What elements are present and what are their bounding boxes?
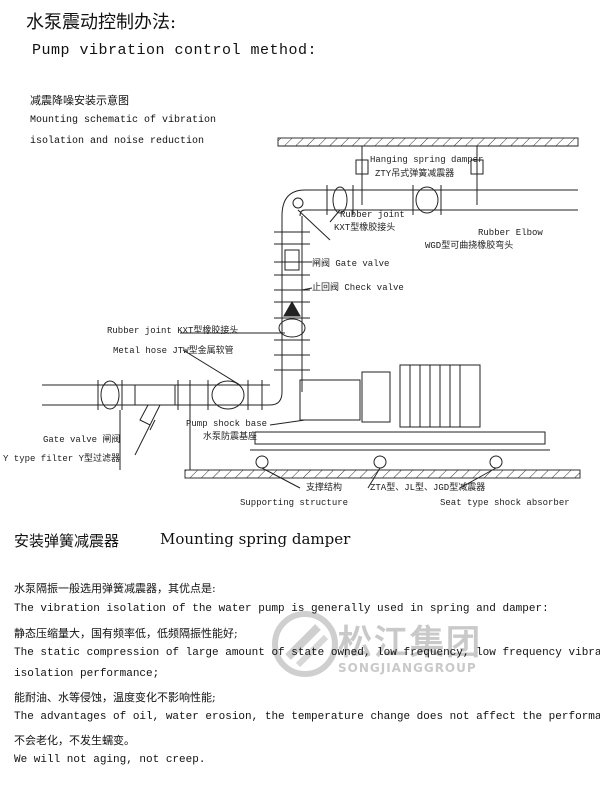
body-line-8: 不会老化，不发生蠕变。 — [14, 734, 135, 747]
rubber-joint-top-1 — [332, 186, 348, 214]
label-seat-en: Seat type shock absorber — [440, 498, 570, 508]
label-y-filter: Y type filter Y型过滤器 — [3, 452, 120, 464]
label-rubber-elbow-en: Rubber Elbow — [478, 228, 543, 238]
schematic-diagram: Hanging spring damper ZTY吊式弹簧减震器 Rubber … — [3, 137, 581, 508]
label-support-en: Supporting structure — [240, 498, 348, 508]
label-hanging-en: Hanging spring damper — [370, 155, 483, 165]
label-pump-base-cn: 水泵防震基座 — [203, 430, 257, 442]
section-heading-cn: 安装弹簧减震器 — [14, 532, 120, 550]
seat-damper-2 — [373, 455, 387, 469]
metal-hose — [211, 380, 245, 410]
body-line-1: 水泵隔振一般选用弹簧减震器，其优点是: — [14, 582, 216, 595]
rubber-joint-vertical — [278, 318, 306, 338]
hanging-spring-left — [355, 159, 369, 175]
label-hanging-cn: ZTY吊式弹簧减震器 — [375, 167, 454, 179]
label-gate-valve-left: Gate valve 闸阀 — [43, 434, 120, 445]
body-line-2: The vibration isolation of the water pum… — [14, 603, 549, 615]
watermark: 松江集团 SONGJIANGGROUP — [270, 607, 510, 687]
label-support-cn: 支撑结构 — [306, 481, 342, 493]
ceiling — [277, 137, 579, 147]
pump-shock-base — [254, 431, 546, 445]
ground — [184, 469, 581, 479]
body-line-9: We will not aging, not creep. — [14, 754, 206, 766]
watermark-logo-icon — [272, 611, 338, 677]
subtitle-en-1: Mounting schematic of vibration — [30, 115, 217, 126]
body-line-7: The advantages of oil, water erosion, th… — [14, 711, 600, 723]
rubber-elbow — [281, 189, 306, 217]
body-line-5: isolation performance; — [14, 668, 160, 680]
label-pump-base-en: Pump shock base — [186, 419, 267, 429]
label-metal-hose: Metal hose JTW型金属软管 — [113, 344, 234, 356]
hanging-spring-right — [470, 159, 484, 175]
pump-body — [299, 379, 361, 421]
gate-valve-vertical — [284, 249, 300, 271]
body-line-3: 静态压缩量大，国有频率低，低频隔振性能好; — [14, 627, 238, 640]
watermark-en: SONGJIANGGROUP — [338, 661, 477, 675]
label-seat-cn: ZTA型、JL型、JGD型减震器 — [370, 481, 485, 493]
seat-damper-1 — [255, 455, 269, 469]
body-line-6: 能耐油、水等侵蚀，温度变化不影响性能; — [14, 691, 216, 704]
body-line-4: The static compression of large amount o… — [14, 647, 600, 659]
label-check-valve: 止回阀 Check valve — [312, 281, 404, 293]
label-rubber-elbow-cn: WGD型可曲挠橡胶弯头 — [425, 239, 513, 251]
watermark-cn: 松江集团 — [338, 623, 482, 663]
check-valve — [283, 300, 301, 317]
title-en: Pump vibration control method: — [32, 42, 318, 59]
rubber-joint-top-2 — [415, 186, 439, 214]
label-rubber-joint-top-en: Rubber joint — [340, 210, 405, 220]
label-rubber-joint-top-cn: KXT型橡胶接头 — [334, 221, 395, 233]
label-rubber-joint-left: Rubber joint KXT型橡胶接头 — [107, 324, 238, 336]
seat-damper-3 — [489, 455, 503, 469]
subtitle-cn: 减震降噪安装示意图 — [30, 94, 129, 107]
section-heading-en: Mounting spring damper — [160, 530, 351, 548]
label-gate-valve: 闸阀 Gate valve — [312, 258, 389, 269]
title-cn: 水泵震动控制办法: — [26, 12, 177, 33]
subtitle-en-2: isolation and noise reduction — [30, 136, 205, 147]
